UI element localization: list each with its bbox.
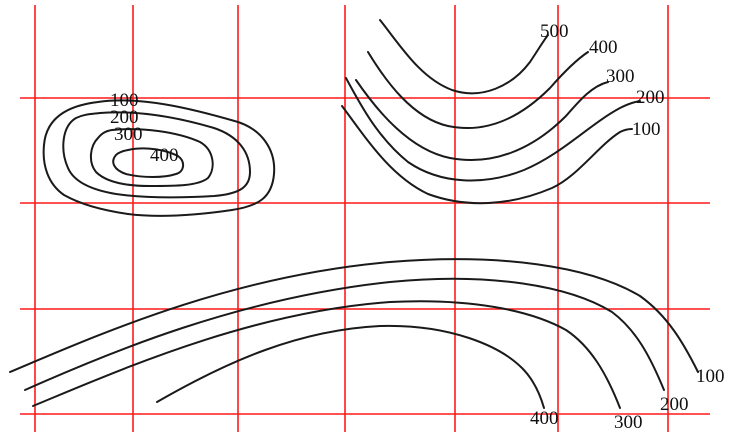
valley-label-400: 400 [589, 37, 618, 58]
hill-contour-400 [112, 147, 184, 178]
ridge-label-300: 300 [614, 412, 643, 433]
hill-label-400: 400 [150, 145, 179, 166]
valley-contour-200 [345, 77, 641, 182]
ridge-contour-200 [24, 277, 665, 391]
valley-contour-300 [355, 79, 609, 162]
valley-label-300: 300 [606, 66, 635, 87]
valley-label-200: 200 [636, 87, 665, 108]
hill-contour-300 [90, 128, 214, 187]
ridge-label-100: 100 [696, 366, 725, 387]
hill-label-200: 200 [110, 107, 139, 128]
hill-label-100: 100 [110, 90, 139, 111]
ridge-label-400: 400 [530, 408, 559, 429]
hill-contours: 100 200 300 400 [42, 90, 276, 217]
hill-contour-100 [42, 99, 276, 217]
hill-label-300: 300 [114, 124, 143, 145]
grid [20, 5, 710, 432]
valley-label-100: 100 [632, 119, 661, 140]
ridge-contour-400 [156, 324, 545, 409]
ridge-contours: 100 200 300 400 [9, 258, 725, 433]
ridge-contour-100 [9, 258, 699, 373]
valley-contour-400 [367, 51, 589, 130]
valley-contour-500 [379, 19, 549, 95]
valley-contours: 500 400 300 200 100 [341, 19, 665, 205]
valley-label-500: 500 [540, 21, 569, 42]
ridge-label-200: 200 [660, 394, 689, 415]
valley-contour-100 [341, 105, 633, 205]
hill-contour-200 [62, 111, 251, 199]
ridge-contour-300 [32, 300, 621, 409]
